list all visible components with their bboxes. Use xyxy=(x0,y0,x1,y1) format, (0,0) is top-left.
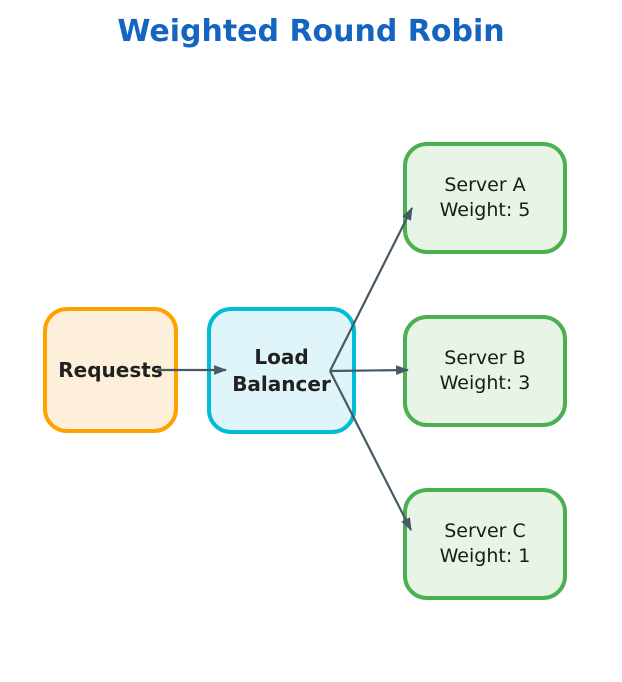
node-server-a-weight: Weight: 5 xyxy=(439,199,531,221)
node-server-c: Server C Weight: 1 xyxy=(403,488,567,600)
node-server-a-name: Server A xyxy=(444,174,526,196)
node-server-b-name: Server B xyxy=(444,347,526,369)
diagram-title: Weighted Round Robin xyxy=(117,14,505,49)
node-load-balancer: Load Balancer xyxy=(207,307,356,434)
node-server-b: Server B Weight: 3 xyxy=(403,315,567,427)
node-server-a: Server A Weight: 5 xyxy=(403,142,567,254)
node-requests-label: Requests xyxy=(58,357,163,382)
node-server-c-name: Server C xyxy=(444,520,526,542)
node-load-balancer-label-line1: Load xyxy=(254,344,309,369)
node-requests: Requests xyxy=(43,307,178,433)
node-load-balancer-label-line2: Balancer xyxy=(232,371,331,396)
node-server-b-weight: Weight: 3 xyxy=(439,372,531,394)
node-server-c-weight: Weight: 1 xyxy=(439,545,531,567)
